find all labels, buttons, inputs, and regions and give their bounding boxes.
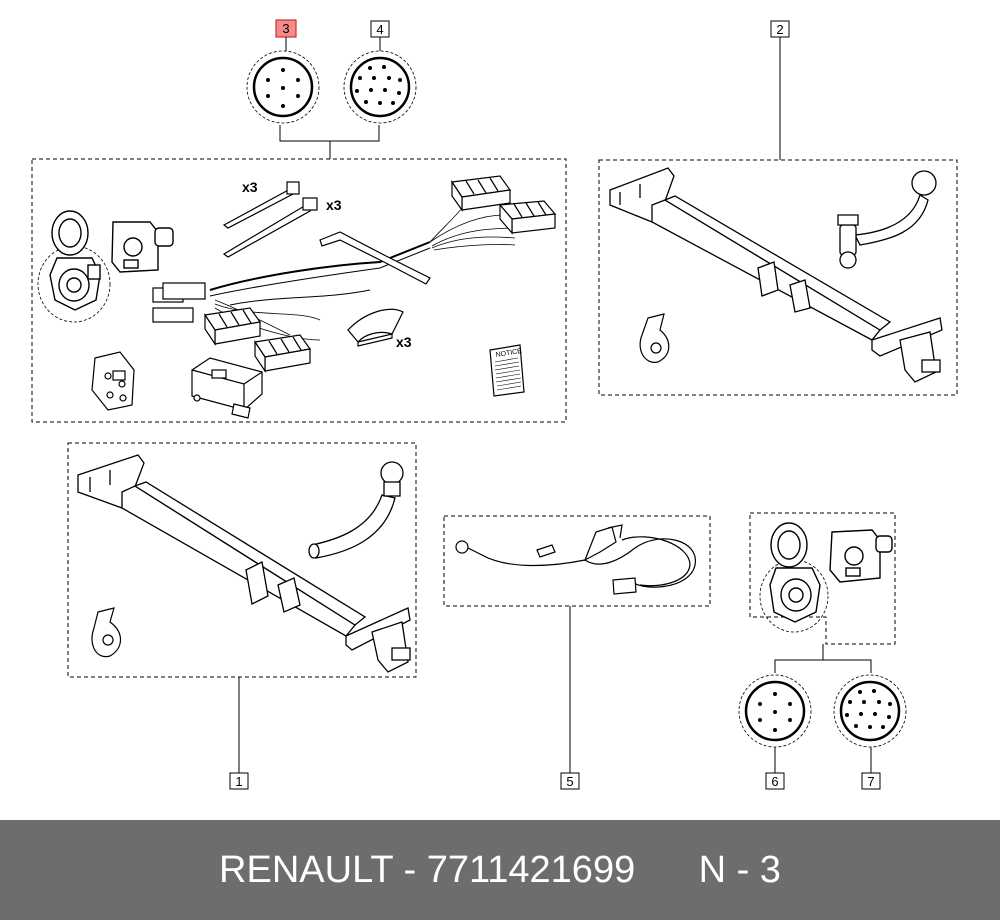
tow-bar-kit-box-1 bbox=[67, 442, 417, 678]
callout-5[interactable]: 5 bbox=[560, 772, 580, 790]
electronic-control-module bbox=[191, 357, 263, 419]
socket-13-pin-bottom bbox=[833, 674, 907, 748]
cable-tie-long-quantity: x3 bbox=[242, 179, 258, 195]
harness-connector-mid bbox=[203, 307, 262, 346]
callout-4-number: 4 bbox=[376, 22, 383, 37]
bolt-bag-1 bbox=[91, 607, 122, 658]
callout-3[interactable]: 3 bbox=[275, 19, 297, 38]
socket-kit-box bbox=[749, 512, 896, 645]
adhesive-pad-quantity: x3 bbox=[396, 334, 412, 350]
callout-3-number: 3 bbox=[282, 21, 289, 36]
bolt-bag-2 bbox=[639, 313, 670, 363]
brand-separator: - bbox=[392, 849, 427, 891]
cable-kit-box-5 bbox=[443, 515, 711, 607]
trailer-socket-assembly bbox=[37, 210, 111, 323]
tow-bar-exploded-diagram: 3 4 bbox=[31, 19, 958, 790]
socket-7-pin-top bbox=[246, 50, 320, 124]
trailer-socket-assembly-2 bbox=[759, 522, 829, 633]
harness-connector-top-2 bbox=[498, 200, 557, 235]
tow-bar-crossmember-2 bbox=[609, 167, 943, 383]
part-info-text: RENAULT - 7711421699 N - 3 bbox=[0, 820, 1000, 920]
straight-tow-ball bbox=[308, 461, 404, 559]
footer-gap bbox=[635, 849, 698, 891]
callout-7[interactable]: 7 bbox=[861, 772, 881, 790]
part-number: 7711421699 bbox=[426, 849, 636, 891]
wiring-harness bbox=[209, 189, 521, 341]
part-info-footer: RENAULT - 7711421699 N - 3 bbox=[0, 820, 1000, 920]
callout-1-number: 1 bbox=[235, 774, 242, 789]
callout-1[interactable]: 1 bbox=[229, 772, 249, 790]
cable-tie-long bbox=[222, 181, 300, 229]
callout-2[interactable]: 2 bbox=[770, 20, 790, 38]
socket-cover bbox=[111, 221, 174, 273]
socket-13-pin-top bbox=[343, 50, 417, 124]
tow-bar-kit-box-2 bbox=[598, 159, 958, 396]
callout-4[interactable]: 4 bbox=[370, 20, 390, 38]
cable-tie-short-quantity: x3 bbox=[326, 197, 342, 213]
electrical-kit-box bbox=[31, 158, 567, 423]
notice-leaflet: NOTICE bbox=[489, 344, 525, 397]
tow-bar-crossmember-1 bbox=[77, 454, 411, 673]
harness-connector-top-1 bbox=[450, 175, 512, 212]
socket-cover-2 bbox=[829, 529, 893, 583]
callout-6-number: 6 bbox=[771, 774, 778, 789]
callout-5-number: 5 bbox=[566, 774, 573, 789]
harness-connector-bottom bbox=[253, 334, 312, 373]
callout-2-number: 2 bbox=[776, 22, 783, 37]
harness-connector-left bbox=[152, 282, 206, 323]
callout-7-number: 7 bbox=[867, 774, 874, 789]
brand-name: RENAULT bbox=[219, 849, 393, 891]
adhesive-pad bbox=[347, 308, 404, 347]
position-code: N - 3 bbox=[698, 849, 781, 891]
swan-neck-tow-ball bbox=[837, 170, 937, 269]
callout-6[interactable]: 6 bbox=[765, 772, 785, 790]
cable-tie-short bbox=[222, 197, 318, 258]
earth-cable bbox=[455, 524, 696, 595]
socket-7-pin-bottom bbox=[738, 674, 812, 748]
notice-title: NOTICE bbox=[495, 348, 523, 359]
mounting-bracket-plate bbox=[91, 351, 135, 411]
